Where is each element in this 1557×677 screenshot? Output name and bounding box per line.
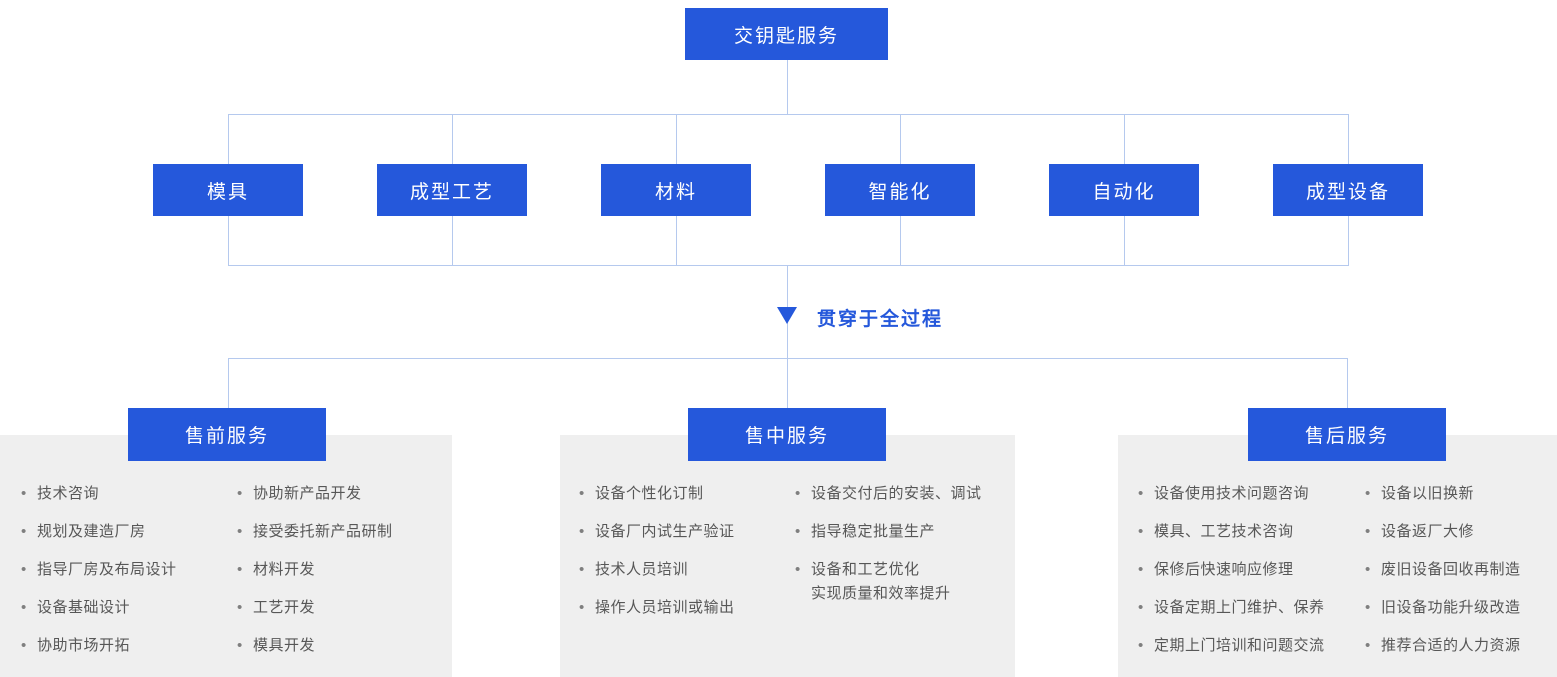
service-item: 设备个性化订制 [579,482,735,506]
service-item: 模具、工艺技术咨询 [1138,520,1325,544]
service-item: 协助市场开拓 [21,634,177,658]
pre-sale-list-col2: 协助新产品开发接受委托新产品研制材料开发工艺开发模具开发 [237,482,393,672]
process-note-label: 贯穿于全过程 [817,309,944,330]
service-item: 设备定期上门维护、保养 [1138,596,1325,620]
service-item: 操作人员培训或输出 [579,596,735,620]
connector [228,358,229,408]
service-item: 旧设备功能升级改造 [1365,596,1521,620]
level2-node: 成型工艺 [377,164,527,216]
service-item: 设备使用技术问题咨询 [1138,482,1325,506]
level2-node: 成型设备 [1273,164,1423,216]
section-node-in-sale: 售中服务 [688,408,886,461]
service-item: 技术咨询 [21,482,177,506]
service-item: 推荐合适的人力资源 [1365,634,1521,658]
service-item: 定期上门培训和问题交流 [1138,634,1325,658]
service-item: 设备厂内试生产验证 [579,520,735,544]
service-item: 工艺开发 [237,596,393,620]
service-item: 设备交付后的安装、调试 [795,482,982,506]
after-sale-panel: 设备使用技术问题咨询模具、工艺技术咨询保修后快速响应修理设备定期上门维护、保养定… [1118,435,1557,677]
down-arrow-icon [777,307,797,324]
service-item: 保修后快速响应修理 [1138,558,1325,582]
in-sale-list-col2: 设备交付后的安装、调试指导稳定批量生产设备和工艺优化 实现质量和效率提升 [795,482,982,620]
after-sale-list-col2: 设备以旧换新设备返厂大修废旧设备回收再制造旧设备功能升级改造推荐合适的人力资源 [1365,482,1521,672]
level2-node: 模具 [153,164,303,216]
service-item: 废旧设备回收再制造 [1365,558,1521,582]
pre-sale-list-col1: 技术咨询规划及建造厂房指导厂房及布局设计设备基础设计协助市场开拓 [21,482,177,672]
level2-node: 智能化 [825,164,975,216]
connector [787,265,788,408]
service-item: 指导厂房及布局设计 [21,558,177,582]
connector [228,358,1348,359]
service-item: 模具开发 [237,634,393,658]
service-item: 协助新产品开发 [237,482,393,506]
service-item: 指导稳定批量生产 [795,520,982,544]
service-item: 材料开发 [237,558,393,582]
connector [787,60,788,114]
in-sale-list-col1: 设备个性化订制设备厂内试生产验证技术人员培训操作人员培训或输出 [579,482,735,634]
pre-sale-panel: 技术咨询规划及建造厂房指导厂房及布局设计设备基础设计协助市场开拓 协助新产品开发… [0,435,452,677]
connector [228,265,1349,266]
section-node-pre-sale: 售前服务 [128,408,326,461]
service-item: 设备以旧换新 [1365,482,1521,506]
level2-node: 材料 [601,164,751,216]
service-item: 技术人员培训 [579,558,735,582]
section-node-after-sale: 售后服务 [1248,408,1446,461]
service-item: 设备返厂大修 [1365,520,1521,544]
service-item: 规划及建造厂房 [21,520,177,544]
service-item: 设备和工艺优化 实现质量和效率提升 [795,558,982,606]
connector [1347,358,1348,408]
after-sale-list-col1: 设备使用技术问题咨询模具、工艺技术咨询保修后快速响应修理设备定期上门维护、保养定… [1138,482,1325,672]
level2-node: 自动化 [1049,164,1199,216]
in-sale-panel: 设备个性化订制设备厂内试生产验证技术人员培训操作人员培训或输出 设备交付后的安装… [560,435,1015,677]
service-item: 设备基础设计 [21,596,177,620]
service-item: 接受委托新产品研制 [237,520,393,544]
root-node-turnkey-service: 交钥匙服务 [685,8,888,60]
connector [228,114,1349,115]
